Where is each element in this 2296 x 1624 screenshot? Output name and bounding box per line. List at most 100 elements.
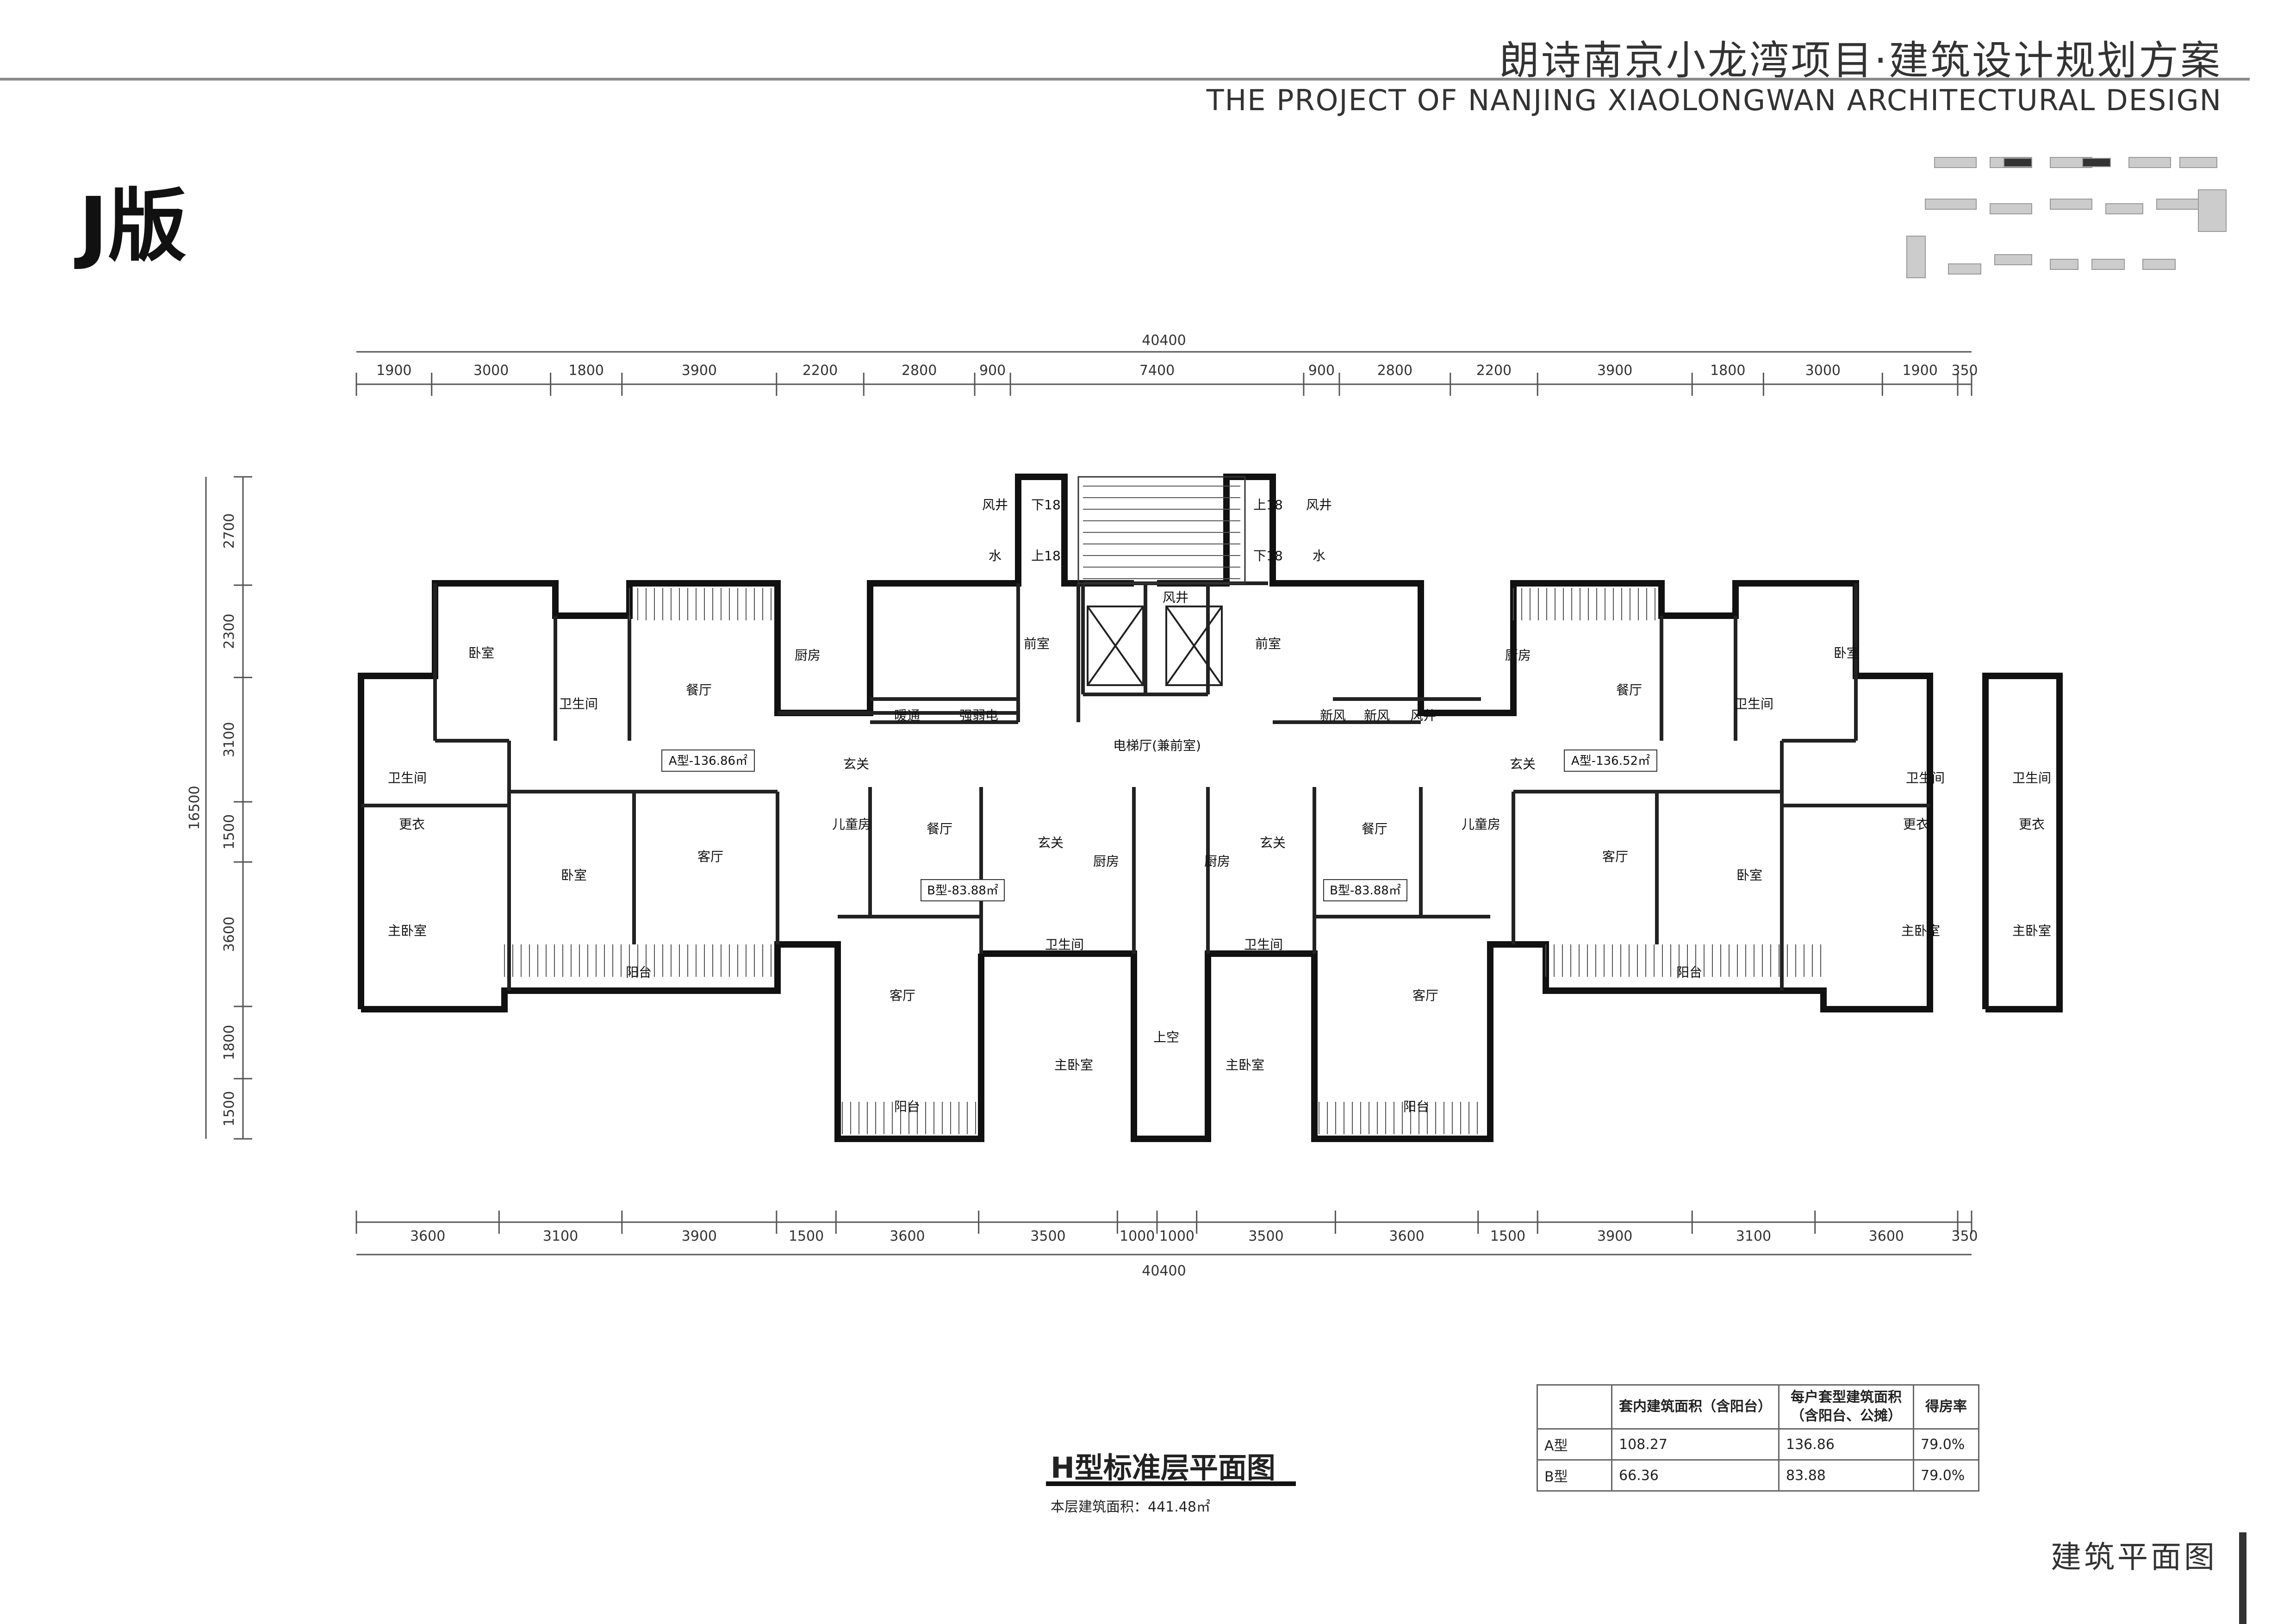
unit-label-a-left: A型-136.86㎡	[669, 754, 747, 768]
stair-hatch	[1077, 476, 1246, 584]
top-dim-label: 900	[1308, 362, 1335, 379]
room-label-bedroom-2: 卧室	[561, 868, 587, 883]
left-dim-label: 1500	[221, 814, 237, 849]
top-dim-label: 3900	[682, 362, 717, 379]
room-label-living-2: 客厅	[890, 988, 915, 1003]
left-dim-label: 1800	[221, 1025, 237, 1060]
left-dim-label: 3600	[221, 917, 237, 952]
room-label-master-2: 主卧室	[1054, 1057, 1093, 1073]
room-label-fresh-air-1: 新风	[1320, 708, 1346, 723]
room-label-kitchen-3: 厨房	[1204, 854, 1230, 869]
room-label-foyer-3: 玄关	[1260, 835, 1286, 850]
top-dim-label: 2800	[902, 362, 937, 379]
room-label-dining-3: 餐厅	[1362, 821, 1388, 837]
project-title-en: THE PROJECT OF NANJING XIAOLONGWAN ARCHI…	[1206, 83, 2222, 117]
table-row: A型 108.27 136.86 79.0%	[1537, 1428, 1979, 1461]
room-label-water-1: 水	[989, 548, 1002, 563]
table-cell-ratio: 79.0%	[1913, 1428, 1979, 1461]
table-cell-ratio: 79.0%	[1913, 1459, 1979, 1492]
top-dim-label: 1800	[1710, 362, 1745, 379]
room-label-master-3: 主卧室	[1226, 1057, 1264, 1073]
room-label-master-4: 主卧室	[1901, 923, 1940, 938]
left-dim-label: 2700	[221, 513, 237, 549]
room-label-child-2: 儿童房	[1462, 817, 1500, 832]
bottom-dim-label: 3900	[1597, 1228, 1632, 1244]
table-cell-total: 136.86	[1778, 1428, 1914, 1461]
room-label-fresh-air-2: 新风	[1364, 708, 1390, 723]
footer-label: 建筑平面图	[2051, 1539, 2217, 1575]
room-label-bathroom-5: 卫生间	[1735, 696, 1773, 712]
bottom-dim-label: 1000	[1159, 1228, 1195, 1244]
room-label-foyer-4: 玄关	[1510, 756, 1536, 772]
room-label-dressing-2: 更衣	[1903, 817, 1929, 832]
bottom-dim-label: 3100	[543, 1228, 578, 1244]
room-label-hvac: 暖通	[894, 708, 920, 723]
key-plan-thumbnails	[1906, 157, 2227, 278]
room-label-bathroom-6: 卫生间	[1906, 770, 1945, 786]
room-label-front-room-1: 前室	[1024, 636, 1050, 651]
table-cell-inner: 66.36	[1611, 1459, 1780, 1492]
room-label-balcony-3: 阳台	[1403, 1099, 1429, 1114]
bottom-dim-label: 3600	[1869, 1228, 1904, 1244]
room-label-bedroom-3: 卧室	[1736, 868, 1762, 883]
bottom-dim-label: 1500	[1490, 1228, 1525, 1244]
bottom-dim-label: 3600	[410, 1228, 445, 1244]
area-table: 套内建筑面积（含阳台） 每户套型建筑面积（含阳台、公摊） 得房率 A型 108.…	[1537, 1384, 1979, 1492]
room-label-dining-4: 餐厅	[1616, 682, 1642, 698]
top-dim-label: 900	[979, 362, 1006, 379]
room-label-living-1: 客厅	[697, 849, 723, 864]
room-label-balcony-4: 阳台	[1676, 965, 1702, 980]
table-cell-type: B型	[1537, 1459, 1612, 1492]
room-label-balcony-2: 阳台	[894, 1099, 920, 1114]
header-divider	[0, 78, 2250, 81]
unit-label-b-left: B型-83.88㎡	[927, 884, 998, 898]
room-label-bedroom-4: 卧室	[1834, 645, 1860, 661]
top-dim-label: 3000	[1805, 362, 1841, 379]
top-dim-label: 350	[1951, 362, 1978, 379]
interior-walls	[361, 581, 1930, 991]
exterior-walls	[358, 474, 2063, 1142]
bottom-dim-label: 1000	[1120, 1228, 1155, 1244]
room-label-strong-weak: 强弱电	[959, 708, 998, 723]
room-label-bathroom-3: 卫生间	[1045, 937, 1084, 952]
top-dim-label: 2800	[1377, 362, 1412, 379]
room-label-front-room-2: 前室	[1255, 636, 1281, 651]
room-label-dining-1: 餐厅	[686, 682, 712, 698]
room-label-bathroom-4: 卫生间	[1244, 937, 1283, 952]
left-dim-label: 2300	[221, 613, 237, 649]
table-header-inner: 套内建筑面积（含阳台）	[1611, 1384, 1780, 1430]
floor-area-note: 本层建筑面积：441.48㎡	[1051, 1499, 1210, 1515]
room-label-kitchen-2: 厨房	[1093, 854, 1119, 869]
room-label-dressing-3: 更衣	[2019, 817, 2045, 832]
room-label-void: 上空	[1153, 1030, 1179, 1045]
bottom-dim-label: 3900	[682, 1228, 717, 1244]
table-header-ratio: 得房率	[1913, 1384, 1979, 1430]
table-cell-inner: 108.27	[1611, 1428, 1780, 1461]
bottom-dim-label: 350	[1951, 1228, 1978, 1244]
bottom-dim-label: 3600	[890, 1228, 925, 1244]
room-label-living-3: 客厅	[1412, 988, 1438, 1003]
room-label-master-5: 主卧室	[2012, 923, 2051, 938]
room-label-air-shaft-1: 风井	[1163, 590, 1188, 605]
table-header-row: 套内建筑面积（含阳台） 每户套型建筑面积（含阳台、公摊） 得房率	[1537, 1384, 1979, 1430]
room-label-air-shaft-2: 风井	[982, 497, 1008, 512]
room-label-kitchen-1: 厨房	[795, 648, 821, 663]
room-label-master-1: 主卧室	[388, 923, 427, 938]
room-label-bedroom-1: 卧室	[468, 645, 494, 661]
elevator-shafts	[1087, 606, 1223, 686]
room-label-living-4: 客厅	[1602, 849, 1628, 864]
room-label-kitchen-4: 厨房	[1505, 648, 1531, 663]
top-dim-label: 3000	[473, 362, 509, 379]
room-label-air-shaft-3: 风井	[1306, 497, 1332, 512]
version-label: J版	[79, 181, 187, 272]
table-cell-type: A型	[1537, 1428, 1612, 1461]
room-label-bathroom-7: 卫生间	[2012, 770, 2051, 786]
top-dim-label: 2200	[1476, 362, 1512, 379]
top-dim-label: 3900	[1597, 362, 1632, 379]
bottom-dim-label: 3500	[1030, 1228, 1065, 1244]
table-row: B型 66.36 83.88 79.0%	[1537, 1459, 1979, 1492]
footer-bar	[2239, 1532, 2246, 1624]
bottom-dim-label: 3600	[1389, 1228, 1424, 1244]
room-label-dressing-1: 更衣	[399, 817, 425, 832]
stair-label-up-2: 上18	[1253, 497, 1283, 512]
